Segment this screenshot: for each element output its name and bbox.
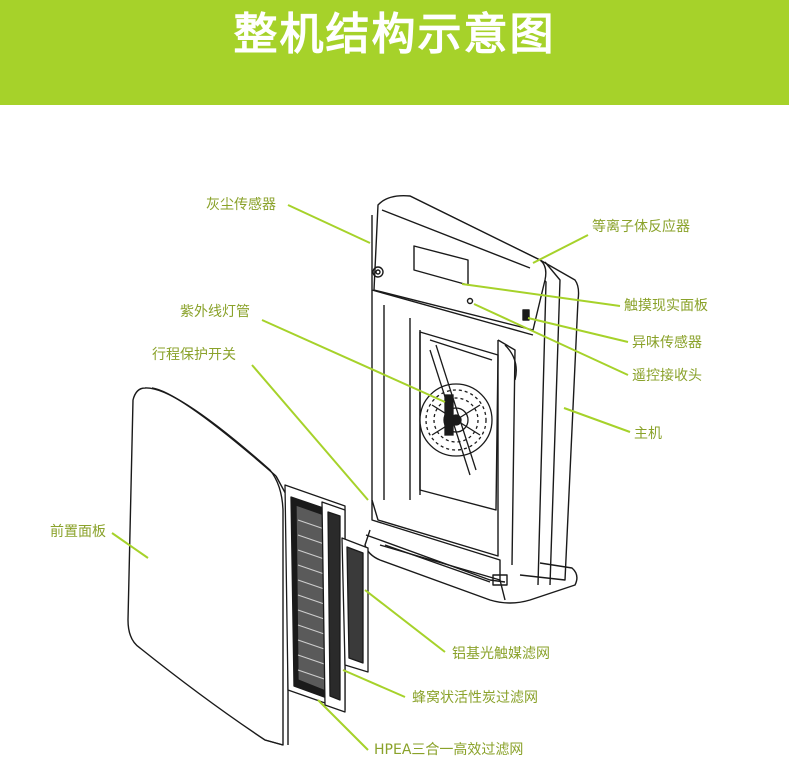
main-unit-drawing: [364, 195, 580, 604]
leader-touch-panel: [461, 283, 621, 307]
label-photocatalyst-filter: 铝基光触媒滤网: [452, 646, 550, 662]
leader-dust-sensor: [287, 204, 371, 244]
label-honeycomb-carbon-filter: 蜂窝状活性炭过滤网: [412, 690, 538, 706]
leader-remote-receiver: [473, 303, 629, 376]
honeycomb-carbon-filter-drawing: [321, 501, 346, 713]
leader-uv-lamp: [261, 319, 446, 403]
photocatalyst-filter-drawing: [341, 537, 369, 673]
label-travel-switch: 行程保护开关: [152, 347, 236, 363]
label-remote-receiver: 遥控接收头: [632, 368, 702, 384]
fan-wheel: [419, 344, 493, 476]
label-plasma-reactor: 等离子体反应器: [592, 219, 690, 235]
label-touch-panel: 触摸现实面板: [624, 298, 708, 314]
leader-plasma-reactor: [532, 234, 589, 264]
leader-honeycomb: [342, 669, 406, 698]
label-hepa-filter: HPEA三合一高效过滤网: [374, 742, 524, 758]
leader-odor-sensor: [527, 317, 629, 343]
leader-lines: [111, 204, 631, 751]
page-title: 整机结构示意图: [233, 9, 556, 60]
header-banner: 整机结构示意图: [0, 0, 789, 105]
front-panel-drawing: [127, 387, 289, 746]
label-odor-sensor: 异味传感器: [632, 335, 702, 351]
label-dust-sensor: 灰尘传感器: [206, 197, 276, 213]
label-front-panel: 前置面板: [50, 524, 106, 540]
leader-photocatalyst: [364, 589, 446, 653]
leader-hepa: [317, 699, 369, 751]
label-main-unit: 主机: [634, 426, 662, 442]
leader-front-panel: [111, 532, 149, 559]
leader-travel-switch: [251, 364, 369, 501]
label-uv-lamp: 紫外线灯管: [180, 304, 250, 320]
leader-main-unit: [563, 407, 631, 433]
